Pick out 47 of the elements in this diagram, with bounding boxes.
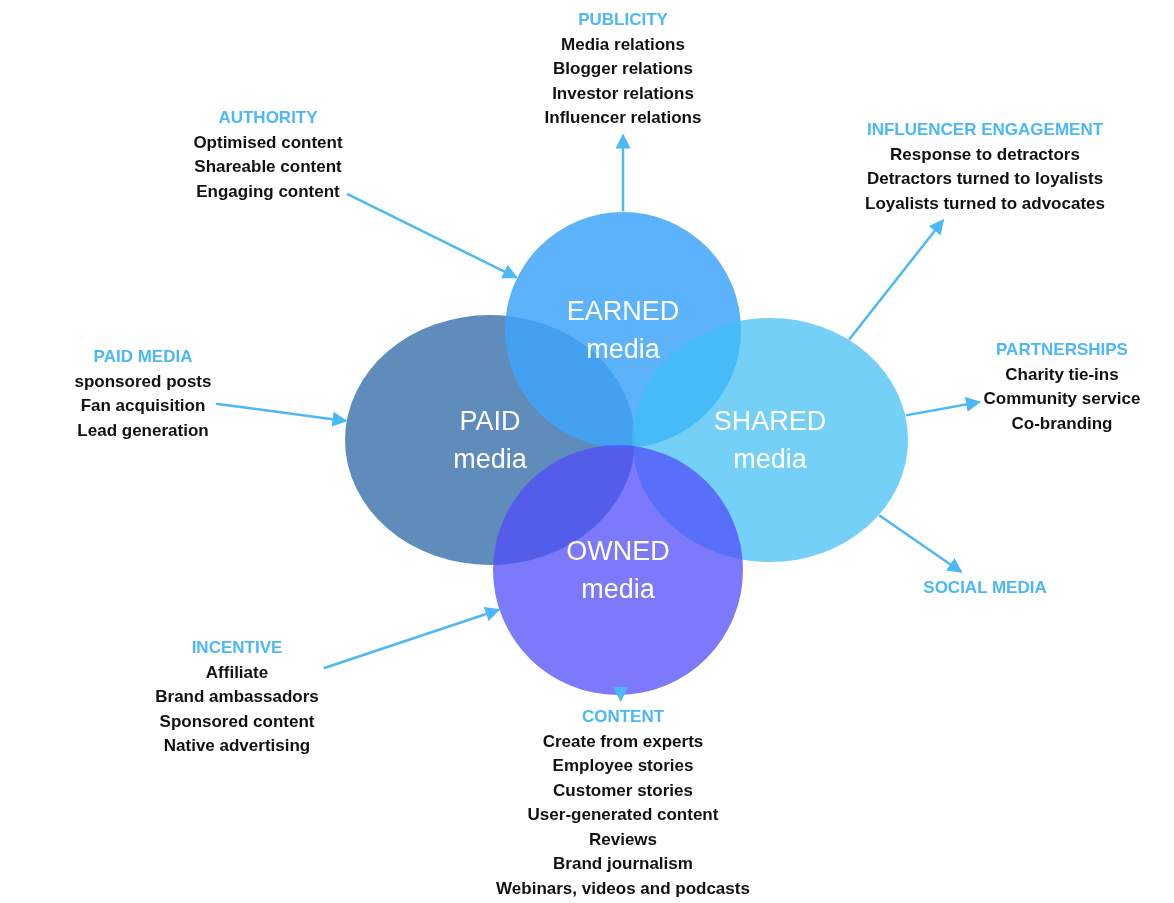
list-item: Charity tie-ins: [1004, 363, 1120, 386]
category-heading: AUTHORITY: [217, 107, 319, 129]
arrow: [905, 397, 981, 417]
list-item: Loyalists turned to advocates: [865, 192, 1105, 215]
category-heading: PARTNERSHIPS: [995, 339, 1129, 361]
list-item: Shareable content: [193, 156, 343, 178]
list-item: Webinars, videos and podcasts: [496, 877, 750, 900]
circle-label: SHARED media: [712, 405, 828, 476]
list-item: Detractors turned to loyalists: [865, 168, 1105, 190]
category-heading: PAID MEDIA: [92, 346, 194, 368]
list-item: Investor relations: [551, 82, 695, 105]
list-item: Reviews: [588, 828, 658, 851]
list-item: Influencer relations: [544, 107, 702, 129]
arrow: [346, 192, 518, 279]
category-heading: PUBLICITY: [577, 9, 669, 31]
category-heading: SOCIAL MEDIA: [923, 577, 1047, 599]
category-heading: INFLUENCER ENGAGEMENT: [865, 119, 1105, 141]
list-item: User-generated content: [526, 804, 720, 826]
arrow: [848, 219, 945, 341]
list-item: Optimised content: [193, 131, 343, 154]
list-item: Media relations: [560, 33, 686, 56]
list-item: Lead generation: [76, 419, 210, 442]
list-item: sponsored posts: [74, 370, 212, 393]
list-item: Native advertising: [162, 735, 312, 757]
circle-label: PAID media: [452, 405, 528, 476]
list-item: Brand journalism: [552, 853, 694, 875]
arrow: [215, 402, 348, 427]
circle-label: OWNED media: [565, 535, 671, 606]
category-heading: INCENTIVE: [190, 637, 284, 659]
arrow: [878, 514, 963, 573]
list-item: Customer stories: [552, 779, 694, 802]
list-item: Fan acquisition: [79, 395, 207, 417]
list-item: Blogger relations: [552, 58, 694, 80]
list-item: Employee stories: [551, 755, 695, 777]
circle-label: EARNED media: [565, 295, 681, 366]
list-item: Sponsored content: [158, 710, 316, 733]
list-item: Affiliate: [204, 661, 270, 684]
arrow: [615, 133, 631, 212]
list-item: Create from experts: [541, 730, 705, 753]
arrow: [323, 606, 501, 670]
arrow: [613, 686, 628, 702]
list-item: Response to detractors: [889, 143, 1081, 166]
category-heading: CONTENT: [580, 706, 666, 728]
list-item: Co-branding: [1010, 412, 1114, 435]
list-item: Brand ambassadors: [155, 686, 319, 708]
list-item: Community service: [983, 388, 1141, 410]
list-item: Engaging content: [195, 180, 341, 203]
